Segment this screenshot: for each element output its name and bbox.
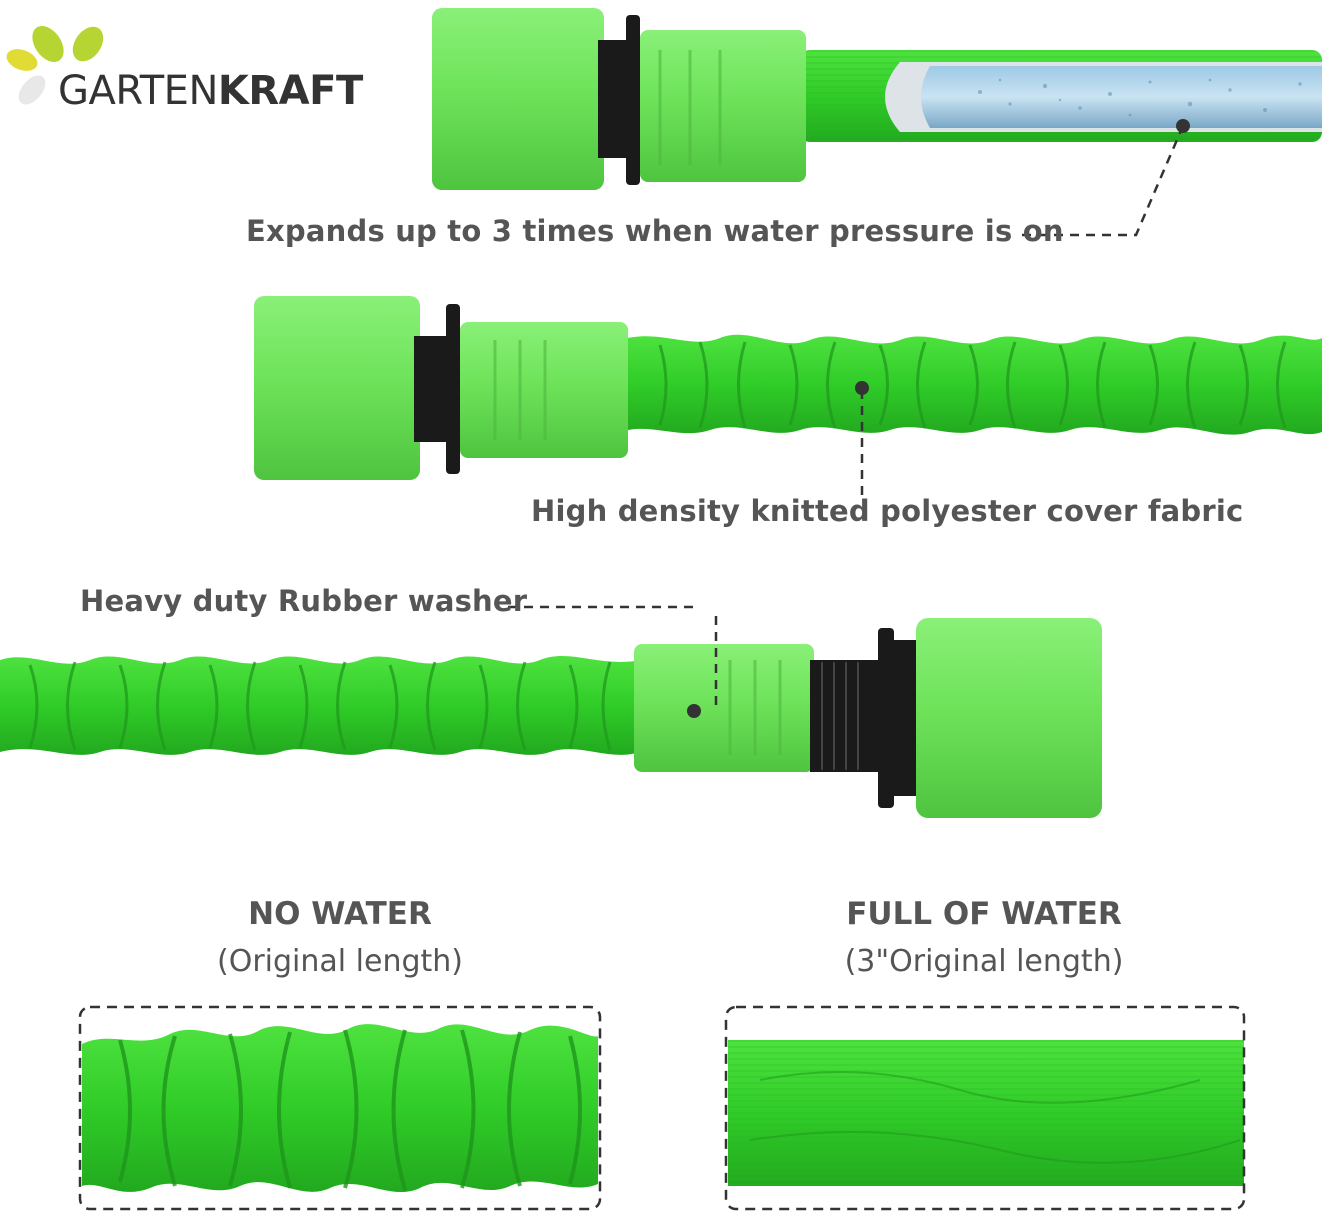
- brand-logo-icon: [6, 25, 104, 105]
- expanded-hose-illustration: [432, 8, 1322, 190]
- callout-fabric-label: High density knitted polyester cover fab…: [531, 494, 1244, 528]
- brand-wordmark: GARTENKRAFT: [58, 68, 363, 114]
- full-of-water-sample: [724, 1005, 1246, 1211]
- callout-expands-label: Expands up to 3 times when water pressur…: [246, 214, 1064, 248]
- callout-leader-lines: [508, 125, 1185, 712]
- brand-name-light: GARTEN: [58, 68, 218, 114]
- full-of-water-heading: FULL OF WATER: [846, 896, 1122, 932]
- callout-markers: [687, 119, 1190, 718]
- no-water-sample: [78, 1005, 602, 1211]
- contracted-hose-illustration: [254, 296, 1322, 480]
- callout-washer-label: Heavy duty Rubber washer: [80, 584, 528, 618]
- no-water-heading: NO WATER: [248, 896, 432, 932]
- brand-name-bold: KRAFT: [217, 68, 363, 114]
- washer-hose-illustration: [0, 618, 1102, 818]
- full-of-water-subheading: (3"Original length): [844, 944, 1124, 979]
- no-water-subheading: (Original length): [217, 944, 463, 979]
